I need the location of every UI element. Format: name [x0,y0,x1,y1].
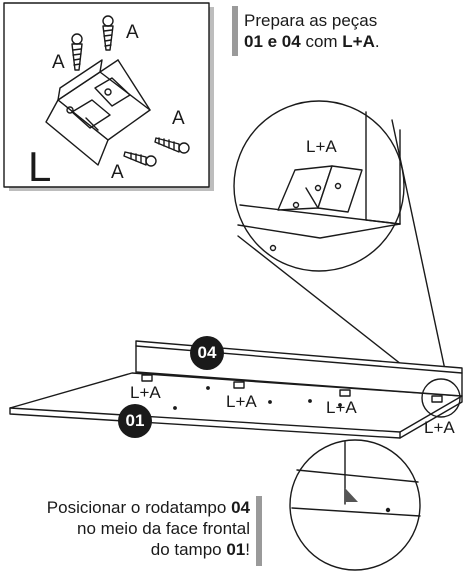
instruction-bottom-part04: 04 [231,498,250,517]
detail-marker-circle [421,378,461,418]
assembly-label-3: L+A [326,398,357,417]
badge-part-04: 04 [190,336,224,370]
instruction-bottom-line3: do tampo 01! [0,539,250,560]
instruction-top-line2: 01 e 04 com L+A. [244,31,464,52]
instruction-top-com: com [300,32,343,51]
screw-drawing-1 [71,33,83,71]
instruction-bottom-part01: 01 [226,540,246,559]
screw-label-a-2: A [126,22,139,43]
letter-l: L [28,143,52,190]
instruction-top-dot: . [374,32,380,51]
screw-label-a-3: A [172,108,185,129]
instruction-bottom-text1: Posicionar o rodatampo [46,498,232,517]
l-bracket-drawing [45,59,151,166]
instruction-top-line1: Prepara as peças [244,11,378,30]
screw-drawing-4 [123,151,157,167]
instruction-top: Prepara as peças 01 e 04 com L+A. [244,10,464,52]
instruction-bottom-line2: no meio da face frontal [77,519,250,538]
instruction-bottom-line1: Posicionar o rodatampo 04 [0,497,250,518]
zoom-circle-bottom [289,439,421,571]
screw-label-a-1: A [52,52,65,73]
assembly-label-4: L+A [424,418,455,437]
note-bar-top [232,6,238,56]
assembly-brackets [141,374,443,403]
assembly-label-2: L+A [226,392,257,411]
instruction-bottom-excl: ! [245,540,250,559]
instruction-top-hardware: L+A [342,32,375,51]
badge-part-01: 01 [118,404,152,438]
zoom-circle-top [233,100,405,272]
instruction-top-parts: 01 e 04 [244,32,301,51]
assembly-label-1: L+A [130,383,161,402]
zoom-top-label: L+A [306,137,337,156]
instruction-bottom-text3: do tampo [150,540,227,559]
screw-label-a-4: A [111,162,124,183]
screw-drawing-2 [102,15,114,51]
note-bar-bottom [256,496,262,566]
instruction-bottom: Posicionar o rodatampo 04 no meio da fac… [0,497,250,560]
screw-drawing-3 [154,137,190,154]
